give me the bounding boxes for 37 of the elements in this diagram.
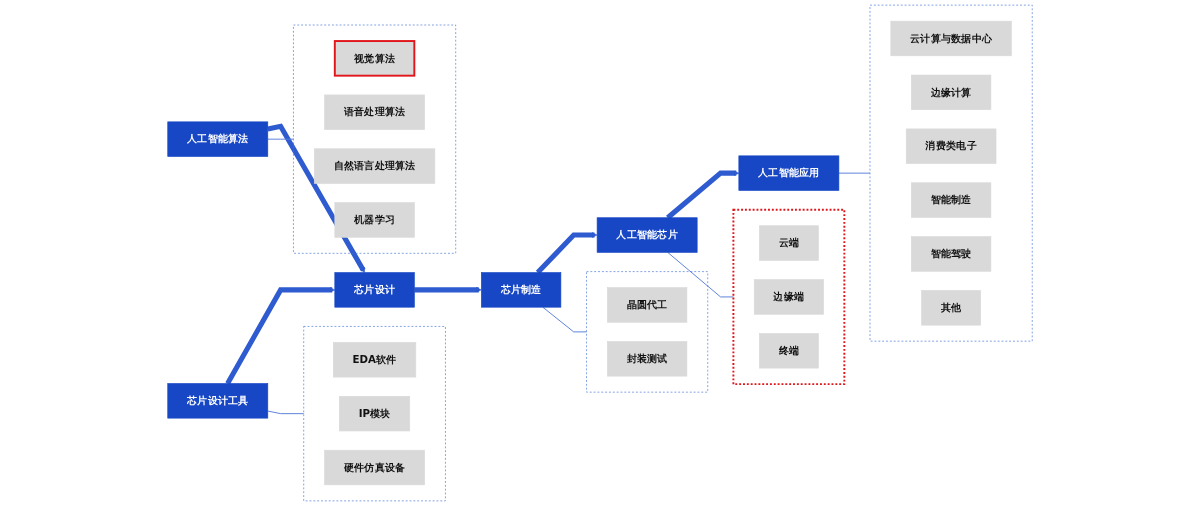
node-box: 智能制造 (911, 182, 992, 218)
node-box: 人工智能芯片 (596, 217, 698, 253)
node-box: 边缘计算 (911, 74, 992, 110)
connector (838, 172, 871, 174)
arrow (267, 123, 366, 273)
cluster (586, 271, 709, 393)
connector (267, 138, 294, 140)
node-box: 终端 (759, 333, 819, 369)
node-box: 消费类电子 (905, 128, 997, 164)
node-box: 封装测试 (607, 341, 688, 377)
node-box: EDA软件 (333, 342, 417, 378)
node-box: 云计算与数据中心 (890, 20, 1012, 57)
node-box: 芯片制造 (481, 272, 562, 308)
arrow (414, 287, 482, 293)
cluster (869, 4, 1033, 342)
cluster (303, 326, 446, 502)
node-box: 其他 (921, 290, 981, 326)
node-box: 人工智能算法 (167, 121, 269, 157)
node-box: 边缘端 (753, 279, 824, 315)
node-box: 云端 (759, 225, 819, 261)
node-box: 芯片设计 (334, 272, 415, 308)
cluster (732, 208, 846, 386)
node-box: IP模块 (339, 396, 411, 432)
node-box: 机器学习 (334, 202, 415, 238)
connector (667, 251, 734, 298)
node-box: 语音处理算法 (324, 94, 425, 130)
cluster (293, 24, 456, 254)
node-box: 硬件仿真设备 (324, 449, 425, 486)
node-box: 芯片设计工具 (167, 383, 269, 419)
connector (542, 306, 587, 333)
node-box: 人工智能应用 (738, 155, 840, 191)
connector (267, 410, 305, 415)
node-box: 晶圆代工 (607, 287, 688, 323)
node-box: 自然语言处理算法 (313, 148, 436, 184)
node-box: 智能驾驶 (911, 236, 992, 272)
arrow (225, 287, 336, 385)
node-box: 视觉算法 (333, 40, 416, 77)
